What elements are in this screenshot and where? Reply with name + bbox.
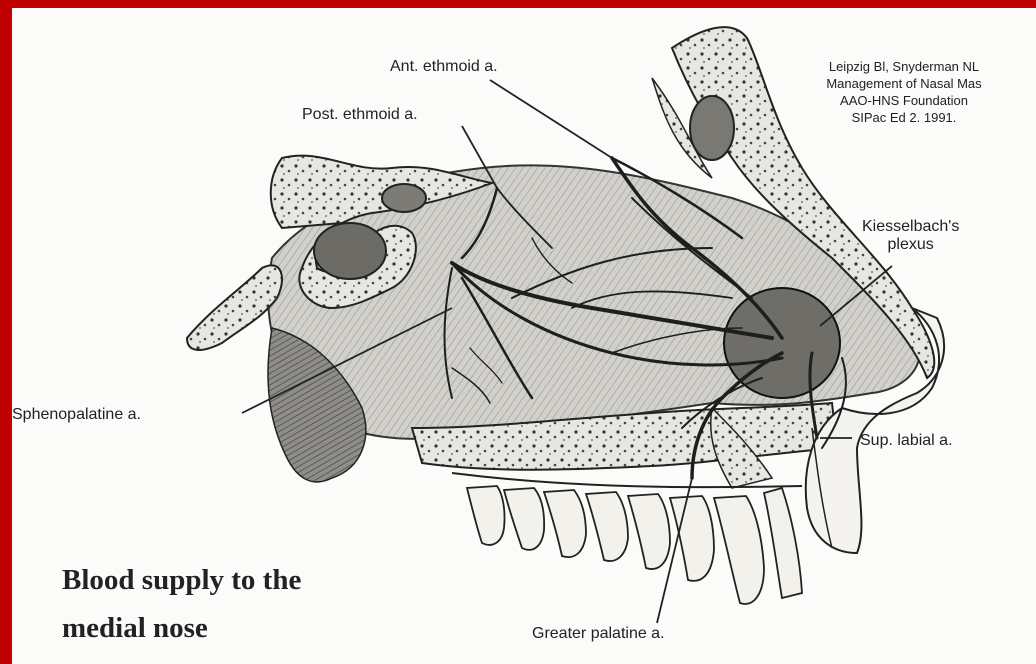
label-ant-ethmoid: Ant. ethmoid a. xyxy=(390,58,498,76)
label-kiesselbach: Kiesselbach's plexus xyxy=(862,218,959,254)
citation-line: SIPac Ed 2. 1991. xyxy=(774,109,1034,126)
citation-line: AAO-HNS Foundation xyxy=(774,92,1034,109)
figure-title-line1: Blood supply to the xyxy=(62,556,301,604)
label-kiesselbach-line2: plexus xyxy=(862,236,959,254)
illustration-canvas: Ant. ethmoid a. Post. ethmoid a. Kiessel… xyxy=(12,8,1036,664)
figure-title-line2: medial nose xyxy=(62,604,301,652)
figure-title: Blood supply to the medial nose xyxy=(62,556,301,652)
citation-line: Management of Nasal Mas xyxy=(774,75,1034,92)
citation-line: Leipzig Bl, Snyderman NL xyxy=(774,58,1034,75)
label-kiesselbach-line1: Kiesselbach's xyxy=(862,218,959,236)
pointer-ant-ethmoid xyxy=(490,80,612,158)
label-greater-palatine: Greater palatine a. xyxy=(532,625,665,643)
label-post-ethmoid: Post. ethmoid a. xyxy=(302,106,418,124)
citation-block: Leipzig Bl, Snyderman NL Management of N… xyxy=(774,58,1034,126)
label-sphenopalatine: Sphenopalatine a. xyxy=(12,406,141,424)
label-sup-labial: Sup. labial a. xyxy=(860,432,953,450)
pterygoid-process xyxy=(187,265,282,350)
teeth xyxy=(467,486,802,604)
